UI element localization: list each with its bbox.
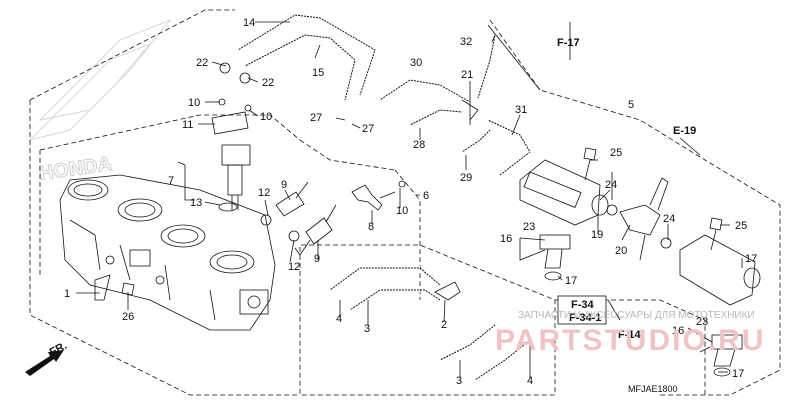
callout-17b: 17: [732, 368, 744, 380]
injector-left: [260, 181, 337, 245]
diagram-code: MFJAE1800: [628, 384, 678, 394]
watermark-line: ЗАПЧАСТИ И АКСЕССУАРЫ ДЛЯ МОТОТЕХНИКИ: [518, 310, 755, 321]
ref-e19: E-19: [673, 125, 696, 137]
callout-28: 28: [413, 139, 425, 151]
ref-boxes: [557, 295, 607, 325]
watermark-logo: PARTSTUDIO.RU: [495, 324, 765, 357]
callout-23a: 23: [523, 221, 535, 233]
callout-7: 7: [168, 175, 174, 187]
ref-f14: F-14: [618, 329, 642, 341]
lower-hoses: [328, 265, 532, 383]
callout-22a: 22: [196, 57, 208, 69]
ref-f34-1: F-34-1: [569, 312, 601, 324]
brand-logo: HONDA: [28, 18, 172, 185]
callout-3b: 3: [456, 375, 462, 387]
callout-30: 30: [410, 57, 422, 69]
front-label: FR.: [48, 340, 69, 359]
callout-8: 8: [368, 221, 374, 233]
callout-4b: 4: [527, 375, 533, 387]
reference-labels: F-17 E-19 F-34 F-34-1 F-14 FR. MFJAE1800: [48, 37, 696, 394]
fuel-rail: [519, 159, 761, 306]
callout-24b: 24: [663, 213, 675, 225]
callout-15: 15: [312, 67, 324, 79]
leader-lines: [76, 21, 743, 378]
bracket: [351, 184, 383, 211]
callout-10c: 10: [396, 205, 408, 217]
callout-32: 32: [460, 36, 472, 48]
callout-17a: 17: [565, 275, 577, 287]
callout-19: 19: [591, 229, 603, 241]
throttle-body: [59, 174, 276, 331]
brand-logo-text: HONDA: [38, 153, 114, 185]
callout-16a: 16: [500, 233, 512, 245]
ref-f17: F-17: [557, 37, 580, 49]
callout-12a: 12: [258, 187, 270, 199]
callout-31: 31: [515, 104, 527, 116]
frame-outline: [29, 9, 781, 396]
callout-6: 6: [423, 190, 429, 202]
callout-1: 1: [64, 288, 70, 300]
bolts: [94, 147, 723, 301]
front-arrow-icon: [25, 350, 64, 376]
callout-20: 20: [615, 245, 627, 257]
callout-16b: 16: [672, 325, 684, 337]
throttle-sensor: [211, 98, 252, 212]
callout-24a: 24: [605, 179, 617, 191]
upper-hoses: [219, 12, 379, 101]
callout-18: 17: [745, 253, 757, 265]
callout-26: 26: [122, 311, 134, 323]
vacuum-hoses: [378, 34, 534, 178]
callout-27a: 27: [310, 112, 322, 124]
callout-10a: 10: [188, 97, 200, 109]
callout-29: 29: [460, 172, 472, 184]
frame-detail-box: [555, 299, 706, 395]
callout-4a: 4: [336, 313, 342, 325]
callout-23b: 23: [696, 316, 708, 328]
callout-11: 11: [182, 119, 193, 131]
callout-labels: 14 15 22 22 10 10 11 7 13 12 9 12 9 1 26…: [64, 17, 757, 387]
callout-9a: 9: [281, 179, 287, 191]
frame-inner: [39, 114, 421, 300]
callout-10b: 10: [260, 111, 272, 123]
callout-21: 21: [461, 69, 473, 81]
callout-12b: 12: [288, 261, 300, 273]
ref-f34: F-34: [571, 299, 595, 311]
callout-2: 2: [441, 319, 447, 331]
callout-27b: 27: [362, 123, 374, 135]
callout-22b: 22: [262, 77, 274, 89]
callout-3a: 3: [364, 323, 370, 335]
callout-9b: 9: [314, 253, 320, 265]
callout-25b: 25: [735, 220, 747, 232]
callout-13: 13: [190, 197, 202, 209]
watermark: ЗАПЧАСТИ И АКСЕССУАРЫ ДЛЯ МОТОТЕХНИКИ PA…: [495, 310, 765, 357]
callout-5: 5: [628, 99, 634, 111]
callout-14: 14: [243, 17, 255, 29]
callout-25a: 25: [610, 147, 622, 159]
